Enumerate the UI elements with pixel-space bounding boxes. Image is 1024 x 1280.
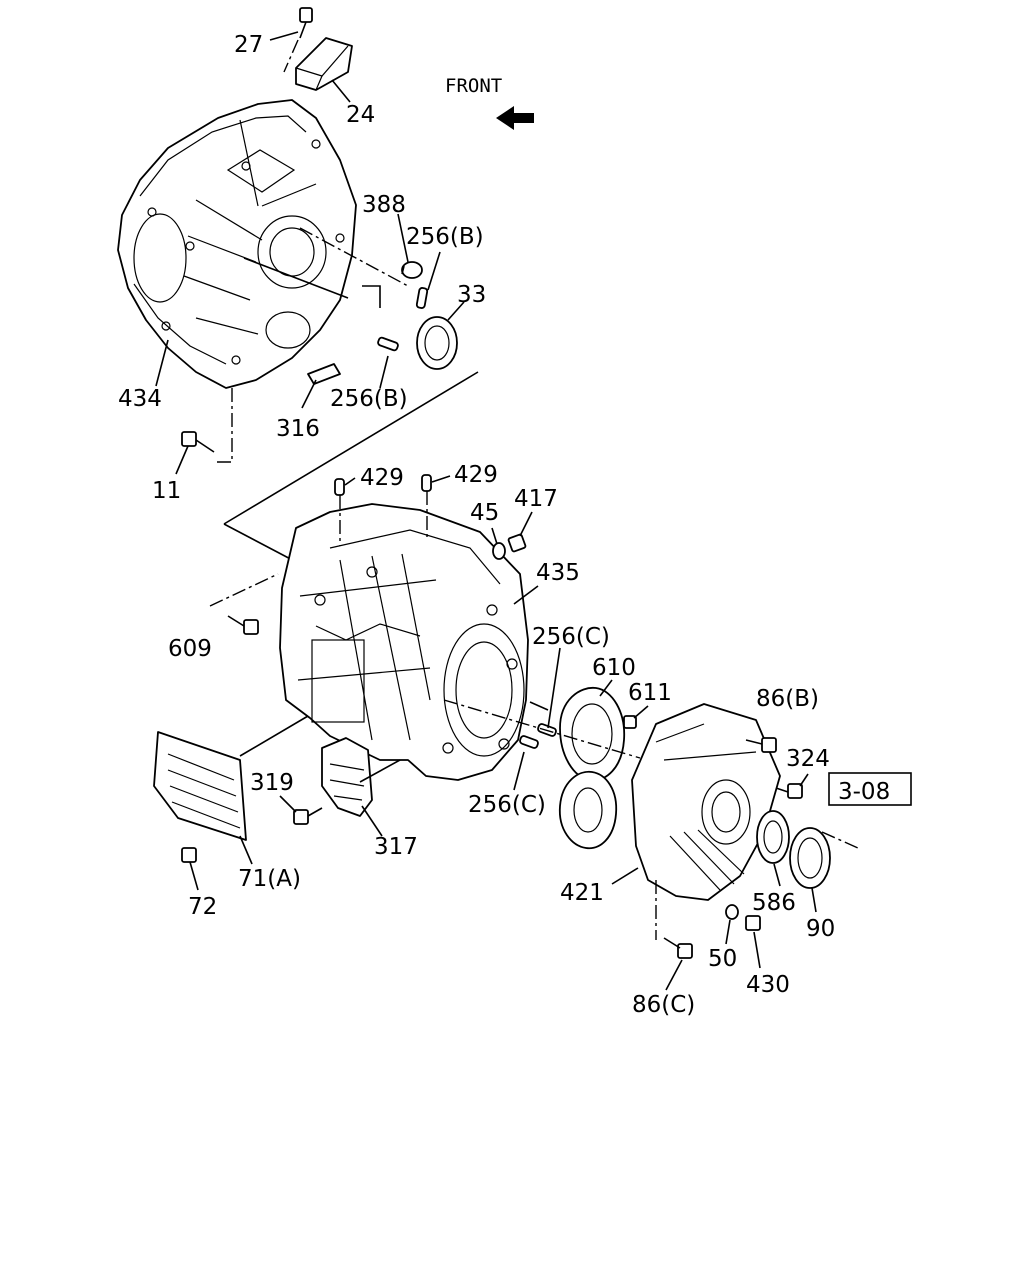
callout-50: 50: [708, 946, 737, 972]
part-417-plug: [507, 533, 527, 553]
callout-324: 324: [786, 746, 830, 772]
part-33-seal: [416, 316, 458, 370]
callout-86b: 86(B): [756, 686, 819, 712]
front-direction-label: FRONT: [445, 75, 502, 97]
part-11-bolt: [181, 431, 215, 453]
callout-317: 317: [374, 834, 418, 860]
part-435-transmission-case: [279, 503, 529, 781]
callout-430: 430: [746, 972, 790, 998]
callout-33: 33: [457, 282, 486, 308]
leader-lines: [155, 31, 817, 991]
callout-90: 90: [806, 916, 835, 942]
callout-611: 611: [628, 680, 672, 706]
callout-434: 434: [118, 386, 162, 412]
callout-610: 610: [592, 655, 636, 681]
callout-435: 435: [536, 560, 580, 586]
part-586-bushing: [756, 810, 790, 864]
part-609-bolt: [227, 615, 259, 635]
part-256b-pin-upper: [415, 287, 429, 309]
part-72-bolt: [181, 847, 197, 863]
callout-429-right: 429: [454, 462, 498, 488]
part-71a-cover-plate: [153, 731, 247, 841]
part-86b-bolt: [745, 737, 777, 753]
part-24-bracket: [295, 37, 353, 91]
part-90-seal: [789, 827, 831, 889]
part-86c-bolt: [663, 937, 693, 959]
callout-11: 11: [152, 478, 181, 504]
callout-86c: 86(C): [632, 992, 695, 1018]
callout-72: 72: [188, 894, 217, 920]
part-317-cover: [321, 737, 373, 817]
part-610-gasket: [559, 687, 625, 849]
part-421-rear-cover: [631, 703, 781, 901]
callout-609: 609: [168, 636, 212, 662]
callout-256b-upper: 256(B): [406, 224, 484, 250]
callout-316: 316: [276, 416, 320, 442]
callout-256c-upper: 256(C): [532, 624, 610, 650]
callout-388: 388: [362, 192, 406, 218]
part-429-pin-left: [334, 478, 345, 546]
part-611-bolt: [623, 715, 637, 729]
part-388-bushing: [401, 261, 423, 279]
callout-586: 586: [752, 890, 796, 916]
reference-label: 3-08: [838, 779, 890, 805]
part-256c-pin-lower: [519, 735, 539, 749]
part-45-ring: [492, 542, 506, 560]
part-316-plate: [307, 363, 341, 385]
part-319-bolt: [293, 807, 323, 825]
part-430-plug: [745, 915, 761, 931]
callout-71a: 71(A): [238, 866, 301, 892]
part-434-clutch-housing: [117, 99, 357, 389]
callout-256c-lower: 256(C): [468, 792, 546, 818]
part-324-bolt: [775, 783, 803, 799]
part-50-washer: [725, 904, 739, 920]
callout-319: 319: [250, 770, 294, 796]
callout-24: 24: [346, 102, 375, 128]
callout-429-left: 429: [360, 465, 404, 491]
reference-box[interactable]: 3-08: [828, 772, 912, 806]
callout-27: 27: [234, 32, 263, 58]
part-256b-pin-lower: [377, 336, 399, 352]
front-arrow-icon: [496, 106, 534, 130]
callout-421: 421: [560, 880, 604, 906]
callout-417: 417: [514, 486, 558, 512]
callout-45: 45: [470, 500, 499, 526]
part-429-pin-right: [421, 474, 432, 540]
callout-256b-lower: 256(B): [330, 386, 408, 412]
part-27-bolt: [283, 7, 313, 73]
